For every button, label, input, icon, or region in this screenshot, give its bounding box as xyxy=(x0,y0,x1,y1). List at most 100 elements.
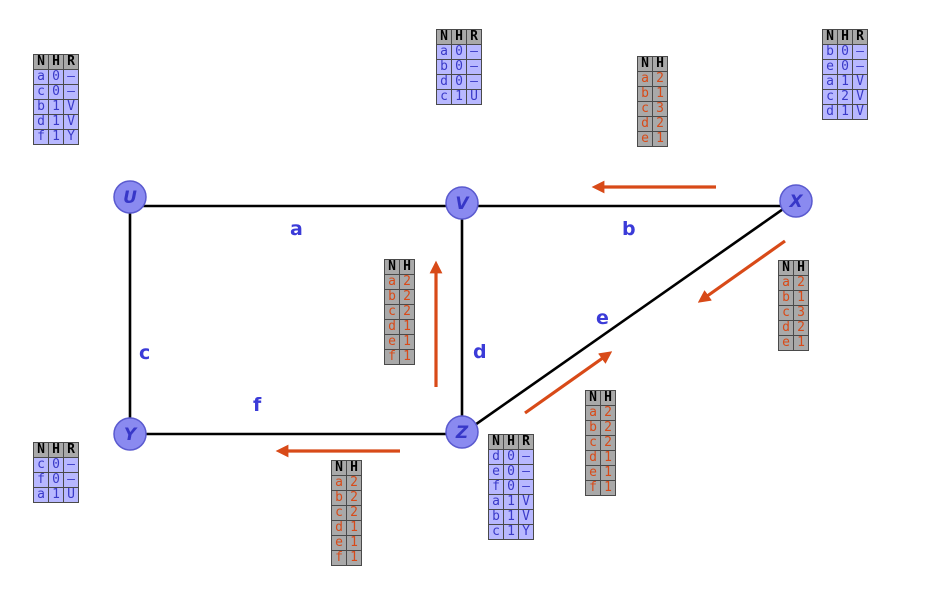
link-label-e: e xyxy=(596,307,609,329)
header-cell: N xyxy=(384,259,400,275)
cell: 2 xyxy=(346,505,362,521)
cell: 2 xyxy=(346,475,362,491)
link-label-a: a xyxy=(290,218,303,240)
header-cell: N xyxy=(637,56,653,72)
header-cell: N xyxy=(33,442,49,458)
cell: 2 xyxy=(600,435,616,451)
cell: V xyxy=(518,509,534,525)
cell: V xyxy=(852,89,868,105)
header-cell: H xyxy=(837,29,853,45)
cell: 2 xyxy=(837,89,853,105)
header-cell: R xyxy=(63,442,79,458)
table-header-row: N H R xyxy=(822,29,868,45)
node-label-z: Z xyxy=(455,423,469,443)
cell: f xyxy=(33,472,49,488)
cell: d xyxy=(488,449,504,465)
cell: 0 xyxy=(503,479,519,495)
cell: 1 xyxy=(346,535,362,551)
header-cell: N xyxy=(436,29,452,45)
cell: b xyxy=(331,490,347,506)
cell: V xyxy=(63,99,79,115)
cell: f xyxy=(33,129,49,145)
cell: 1 xyxy=(399,319,415,335)
cell: a xyxy=(585,405,601,421)
cell: – xyxy=(63,84,79,100)
cell: 2 xyxy=(793,320,809,336)
cell: 1 xyxy=(346,520,362,536)
cell: 1 xyxy=(793,335,809,351)
table-header-row: N H R xyxy=(33,54,79,70)
cell: d xyxy=(778,320,794,336)
cell: V xyxy=(518,494,534,510)
table-header-row: N H xyxy=(384,259,415,275)
cell: f xyxy=(384,349,400,365)
cell: e xyxy=(331,535,347,551)
cell: d xyxy=(822,104,838,120)
header-cell: H xyxy=(346,460,362,476)
link-label-d: d xyxy=(473,341,487,363)
cell: c xyxy=(33,84,49,100)
cell: 1 xyxy=(793,290,809,306)
cell: b xyxy=(436,59,452,75)
cell: 2 xyxy=(652,71,668,87)
cell: c xyxy=(778,305,794,321)
cell: V xyxy=(852,74,868,90)
cell: b xyxy=(384,289,400,305)
cell: 1 xyxy=(503,494,519,510)
cell: 0 xyxy=(451,59,467,75)
node-label-y: Y xyxy=(124,425,138,445)
cell: 1 xyxy=(48,99,64,115)
cell: c xyxy=(331,505,347,521)
link-label-c: c xyxy=(139,342,150,364)
cell: 1 xyxy=(600,450,616,466)
node-v: V xyxy=(445,186,479,220)
header-cell: H xyxy=(48,442,64,458)
cell: 1 xyxy=(48,129,64,145)
cell: c xyxy=(585,435,601,451)
node-label-u: U xyxy=(123,188,137,208)
header-cell: H xyxy=(399,259,415,275)
cell: a xyxy=(778,275,794,291)
cell: 2 xyxy=(600,405,616,421)
cell: 0 xyxy=(451,74,467,90)
table-header-row: N H xyxy=(585,390,616,406)
cell: 1 xyxy=(600,465,616,481)
header-cell: H xyxy=(652,56,668,72)
header-cell: N xyxy=(585,390,601,406)
arrow-x-to-z xyxy=(697,239,786,303)
cell: U xyxy=(466,89,482,105)
node-x: X xyxy=(779,184,813,218)
cell: e xyxy=(384,334,400,350)
table-header-row: N H R xyxy=(436,29,482,45)
